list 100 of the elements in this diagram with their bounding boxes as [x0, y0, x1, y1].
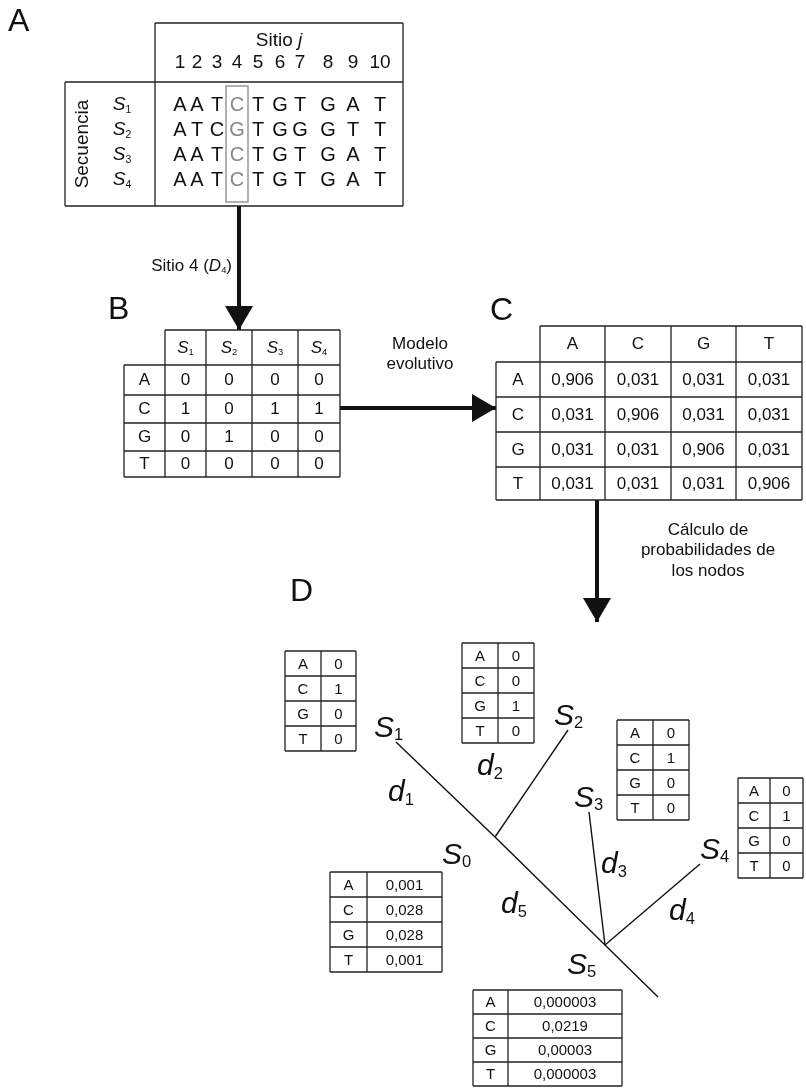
table-entry: 0,028: [384, 900, 425, 920]
table-entry: 0: [269, 426, 281, 448]
panel-letter: B: [108, 292, 130, 324]
nucleotide: G: [271, 142, 289, 166]
nucleotide: G: [271, 117, 289, 141]
table-entry: C: [342, 900, 355, 920]
table-entry: G: [628, 773, 642, 793]
nucleotide: T: [250, 92, 266, 116]
site-number: 4: [230, 51, 244, 73]
sequence-alignment-table: [65, 23, 403, 206]
table-entry: 0,031: [550, 439, 595, 461]
table-entry: T: [629, 798, 641, 818]
nucleotide: A: [172, 117, 188, 141]
table-entry: A: [484, 992, 497, 1012]
table-entry: 0: [333, 654, 344, 674]
nucleotide: T: [250, 167, 266, 191]
table-entry: S$_{1}$: [176, 337, 195, 360]
table-entry: 0: [179, 369, 192, 391]
nucleotide: G: [319, 167, 337, 191]
edge-label: d$_{4}$: [668, 895, 696, 927]
nucleotide: A: [172, 167, 188, 191]
table-entry: G: [473, 696, 487, 716]
table-entry: G: [296, 704, 310, 724]
probability-table: [330, 872, 442, 972]
table-entry: 0,031: [746, 404, 792, 426]
table-entry: 1: [333, 679, 344, 699]
table-entry: 0: [313, 426, 325, 448]
table-entry: T: [511, 473, 525, 495]
table-entry: 0: [665, 723, 677, 743]
edge-label: Cálculo de probabilidades de los nodos: [639, 520, 777, 582]
nucleotide: T: [372, 167, 388, 191]
table-entry: C: [484, 1016, 497, 1036]
probability-table: [617, 720, 689, 820]
table-entry: C: [510, 404, 526, 426]
table-entry: 0: [179, 426, 192, 448]
table-entry: T: [762, 333, 776, 355]
table-entry: 0,906: [615, 404, 661, 426]
table-entry: G: [483, 1040, 498, 1060]
nucleotide: G: [271, 92, 289, 116]
nucleotide: T: [209, 142, 225, 166]
column-heading: Sitio j: [254, 29, 304, 51]
nucleotide: C: [208, 117, 226, 141]
table-entry: C: [630, 333, 646, 355]
table-entry: S$_{2}$: [219, 337, 239, 360]
table-entry: 0,00003: [536, 1040, 594, 1060]
edge-label: d$_{3}$: [600, 848, 628, 880]
table-entry: 0: [313, 369, 325, 391]
table-entry: 0: [179, 453, 192, 475]
table-entry: 0,031: [615, 473, 661, 495]
table-entry: 0: [333, 729, 344, 749]
table-entry: A: [565, 333, 580, 355]
table-entry: A: [629, 723, 641, 743]
probability-table: [285, 651, 356, 751]
table-entry: T: [484, 1064, 497, 1084]
table-entry: 0: [781, 856, 792, 876]
edge-label: Sitio 4 (D$_{4}$): [150, 256, 232, 277]
panel-letter: D: [290, 574, 314, 606]
tree-node-label: S$_{3}$: [574, 776, 610, 812]
nucleotide: G: [319, 117, 337, 141]
table-entry: 0: [269, 453, 281, 475]
nucleotide: A: [345, 167, 361, 191]
table-entry: 0,0219: [541, 1016, 589, 1036]
sequence-name: S$_{4}$: [111, 167, 133, 191]
nucleotide: A: [345, 142, 361, 166]
table-entry: 1: [665, 748, 677, 768]
table-entry: 0: [510, 646, 522, 666]
table-entry: 0: [269, 369, 281, 391]
sequence-name: S$_{1}$: [111, 92, 133, 116]
table-entry: T: [474, 721, 486, 741]
table-entry: 0: [781, 831, 792, 851]
table-entry: 0: [333, 704, 344, 724]
site-number: 9: [346, 51, 360, 73]
nucleotide: A: [189, 167, 205, 191]
edge-label: d$_{1}$: [388, 776, 414, 808]
table-entry: C: [473, 671, 487, 691]
table-entry: S$_{4}$: [309, 337, 329, 360]
site-number: 1: [173, 51, 187, 73]
edge-label: d$_{2}$: [476, 750, 504, 782]
table-entry: C: [628, 748, 642, 768]
nucleotide: A: [345, 92, 361, 116]
tree-branch: [604, 944, 659, 998]
table-entry: 0: [510, 671, 522, 691]
table-entry: 0,031: [681, 473, 726, 495]
probability-table: [473, 990, 622, 1086]
table-entry: 0,001: [384, 875, 425, 895]
tree-branch: [588, 811, 606, 946]
site-number: 3: [210, 51, 224, 73]
nucleotide: A: [189, 92, 205, 116]
table-entry: 0: [665, 773, 677, 793]
table-entry: G: [510, 439, 526, 461]
arrow: [225, 206, 253, 330]
nucleotide: T: [209, 92, 225, 116]
table-entry: 0,031: [746, 369, 792, 391]
arrow: [340, 394, 496, 422]
table-entry: 0: [223, 453, 235, 475]
nucleotide: C: [228, 142, 246, 166]
sequence-name: S$_{2}$: [111, 117, 133, 141]
table-entry: A: [137, 369, 152, 391]
nucleotide: T: [372, 117, 388, 141]
table-entry: 1: [313, 398, 325, 420]
